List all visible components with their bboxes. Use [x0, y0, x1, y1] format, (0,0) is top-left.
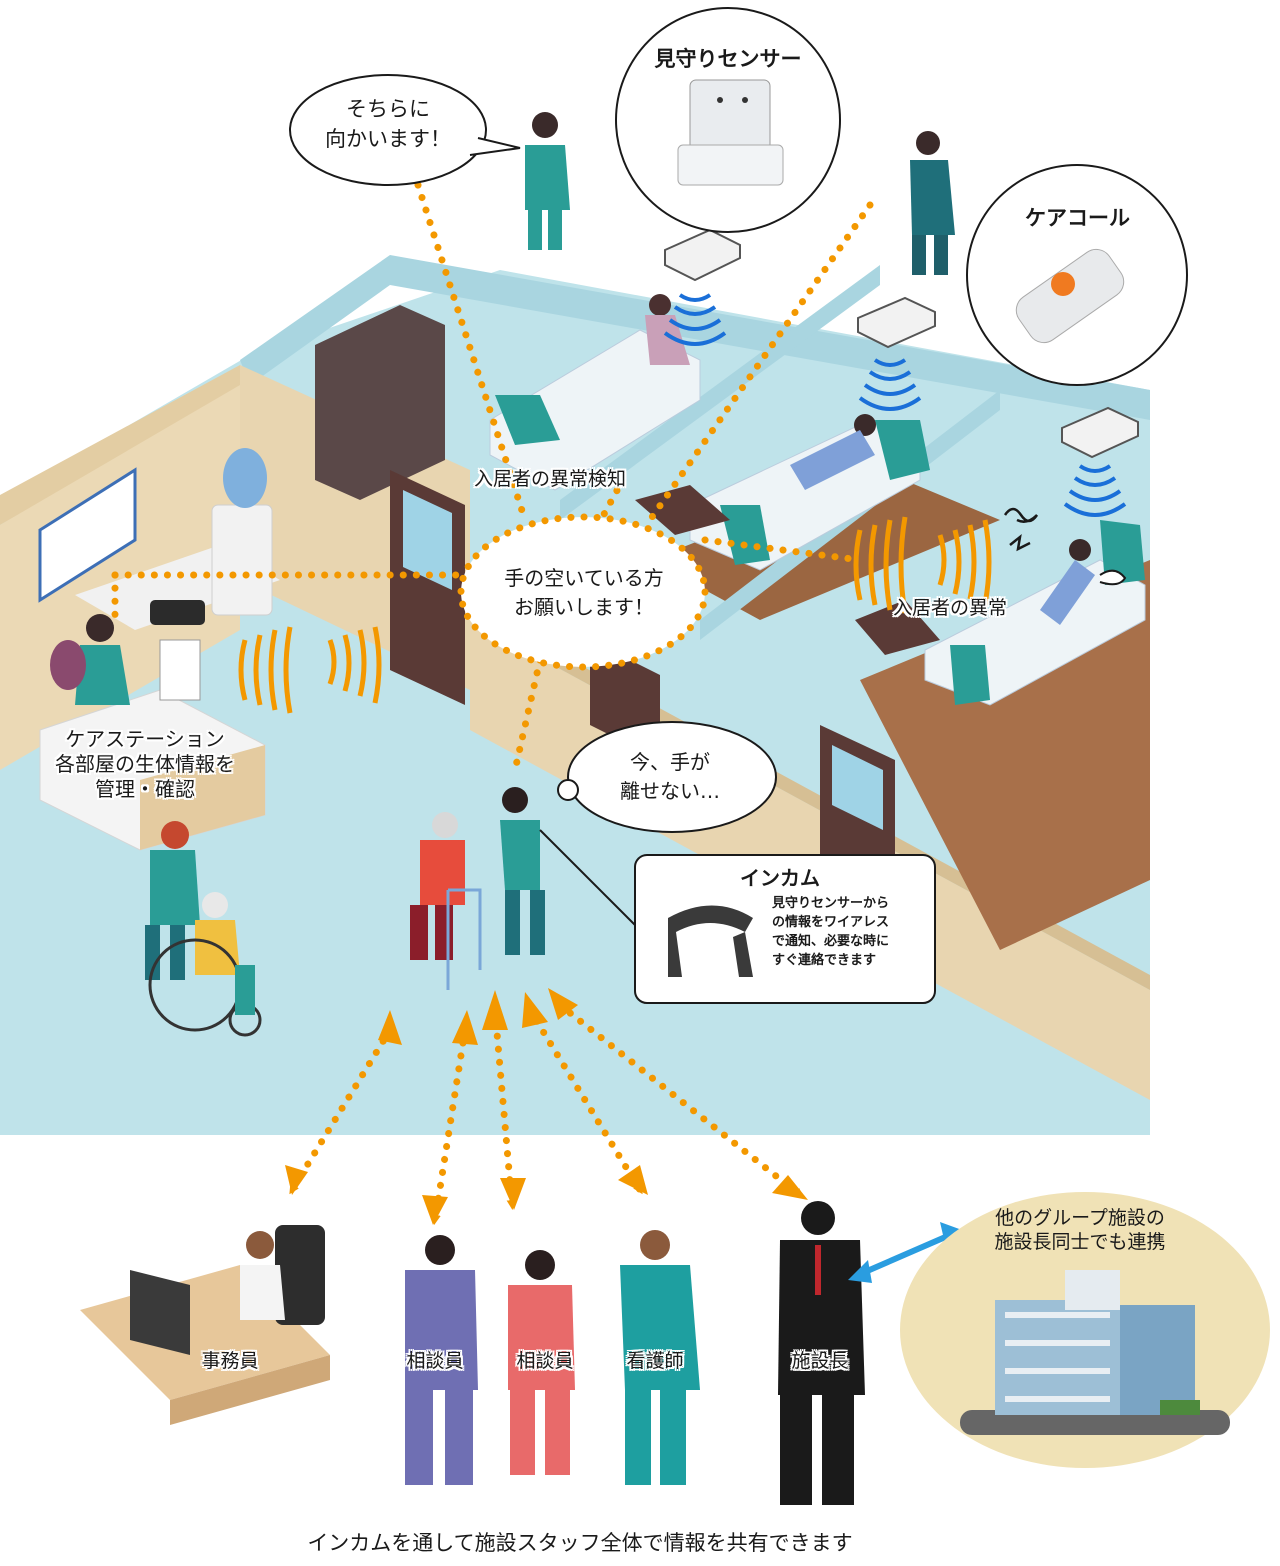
nurse-with-clipboard: [525, 112, 570, 250]
outer-wall-back: [240, 255, 1150, 420]
sensor-waves-3: [1063, 464, 1127, 517]
staff-label-nurse: 看護師: [626, 1350, 684, 1372]
director-link: [856, 1232, 952, 1278]
sensor-device-2: [857, 296, 936, 349]
sensor-title: 見守りセンサー: [654, 47, 802, 71]
wardrobe: [315, 305, 445, 500]
intercom-pointer: [539, 829, 636, 926]
busy-text: 今、手が 離せない…: [620, 750, 720, 803]
staff-label-director: 施設長: [791, 1350, 849, 1372]
director-link-head-1: [848, 1260, 872, 1283]
resident-2-body: [790, 430, 875, 490]
staff-head: [86, 614, 114, 642]
orange-waves: [238, 516, 992, 714]
distress-scribble: [1003, 507, 1039, 552]
bed-1: [489, 329, 701, 491]
sensor-waves-2: [858, 358, 922, 411]
bed-3-head: [950, 645, 990, 705]
communication-arrows: [288, 1001, 804, 1225]
sensor-product: [689, 79, 771, 151]
bed-1-head: [495, 395, 560, 445]
intercom-description: 見守りセンサーから の情報をワイアレス で通知、必要な時に すぐ連絡できます: [772, 896, 890, 968]
wheelchair-pair: [145, 821, 262, 1037]
room-floor-2: [650, 470, 1000, 620]
sensor-device-1: [664, 228, 741, 282]
consultant-1: [405, 1235, 478, 1485]
resident-1-head: [649, 294, 671, 316]
intercom-device: [668, 905, 753, 977]
door-3-glass: [832, 745, 883, 830]
male-staff-top: [910, 131, 955, 275]
thought-bubble: [567, 721, 777, 833]
bed-2-foot: [875, 420, 930, 480]
care-station: [39, 448, 280, 851]
care-call-title: ケアコール: [1025, 206, 1130, 230]
care-call-device: [1015, 248, 1125, 344]
consultant-2: [508, 1250, 575, 1475]
window: [38, 467, 137, 603]
staff-label-consultant-2: 相談員: [516, 1350, 574, 1372]
nurse-reply-text: そちらに 向かいます！: [325, 97, 451, 152]
sensor-waves-1: [663, 293, 727, 346]
sigh-mark: [1099, 569, 1127, 586]
staff-label-clerk: 事務員: [201, 1350, 259, 1372]
sensor-eye-left: [717, 97, 723, 103]
facility-building: [960, 1270, 1230, 1435]
bed-3-foot: [1100, 520, 1145, 585]
monitor: [159, 639, 201, 701]
request-text: 手の空いている方 お願いします！: [504, 566, 664, 619]
room-divider-1: [560, 265, 880, 520]
care-station-label: ケアステーション 各部屋の生体情報を 管理・確認: [55, 727, 235, 801]
staff-label-consultant-1: 相談員: [406, 1350, 464, 1372]
resident-3-body: [1040, 560, 1095, 625]
thought-dot: [557, 779, 579, 801]
overbed-table-2: [855, 600, 940, 655]
telephone: [150, 600, 205, 625]
door-1-glass: [403, 490, 452, 590]
outer-wall-left: [0, 365, 250, 525]
nurse: [620, 1230, 700, 1485]
beds: [489, 294, 1146, 706]
water-bottle: [223, 448, 267, 508]
chair: [50, 640, 86, 690]
anomaly-detect-label: 入居者の異常検知: [473, 468, 626, 490]
facility-director: [778, 1201, 865, 1505]
resident-3-head: [1069, 539, 1091, 561]
anomaly-label: 入居者の異常: [892, 597, 1007, 619]
sensor-eye-right: [742, 97, 748, 103]
resident-1-body: [645, 315, 690, 365]
nurse-speech-bubble: [289, 74, 487, 186]
water-dispenser: [211, 504, 273, 616]
intercom-title: インカム: [740, 866, 820, 890]
request-bubble: [457, 513, 709, 671]
office-worker: [80, 1225, 330, 1425]
group-facility-label: 他のグループ施設の 施設長同士でも連携: [994, 1207, 1166, 1253]
sensor-product-base: [677, 144, 784, 186]
sensor-device-3: [1061, 406, 1139, 459]
footer-caption: インカムを通して施設スタッフ全体で情報を共有できます: [307, 1531, 853, 1555]
arrow-heads: [285, 988, 808, 1225]
staff-body: [75, 645, 130, 705]
walker-pair: [410, 787, 545, 990]
nurse-speech-tail: [469, 137, 521, 156]
care-call-button: [1051, 272, 1075, 296]
overbed-table-1: [635, 485, 730, 535]
